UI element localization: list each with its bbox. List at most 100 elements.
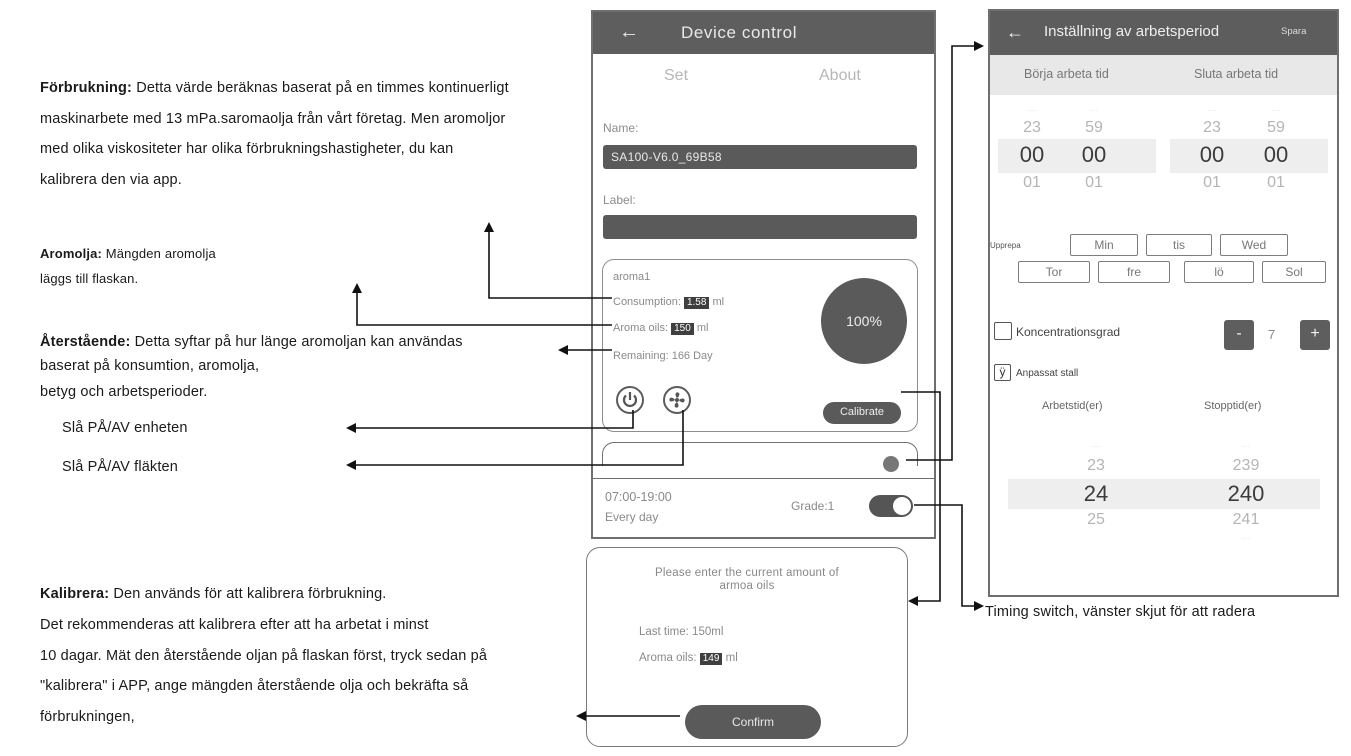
start-time-label: Börja arbeta tid [1024,67,1109,81]
calibrate-button[interactable]: Calibrate [823,402,901,424]
tab-set[interactable]: Set [664,67,689,84]
consumption-label: Consumption: [613,296,681,308]
device-control-screen: ← Device control Set About Name: SA100-V… [591,10,936,539]
time-column-headers: Börja arbeta tid Sluta arbeta tid [990,55,1337,95]
work-time-selected[interactable]: 24 [1083,481,1109,506]
aroma-oils-row: Aroma oils: 150 ml [613,322,708,335]
stop-time-selected[interactable]: 240 [1227,481,1265,506]
work-time-next[interactable]: 25 [1087,511,1105,528]
concentration-checkbox[interactable] [994,322,1012,340]
power-icon [622,392,638,407]
day-wed[interactable]: Wed [1220,234,1288,256]
fan-button[interactable] [663,386,691,414]
stop-time-next[interactable]: 241 [1232,511,1260,528]
dialog-oils-input[interactable]: 149 [699,653,723,665]
stop-time-prev[interactable]: 239 [1232,457,1260,474]
end-hour-prev[interactable]: 23 [1203,119,1221,136]
start-minute-selected[interactable]: 00 [1081,142,1107,167]
work-time-prev[interactable]: 23 [1087,457,1105,474]
custom-checkbox[interactable]: ÿ [994,364,1011,381]
start-hour-ghost-top: ··· [1027,105,1037,115]
work-period-title: Inställning av arbetsperiod [1044,23,1220,40]
schedule-toggle[interactable] [869,495,913,517]
calibrate-dialog: Please enter the current amount of armoa… [586,547,908,747]
consumption-row: Consumption: 1.58 ml [613,296,724,309]
custom-setting-label: Anpassat stall [1016,368,1079,379]
start-minute-prev[interactable]: 59 [1085,119,1103,136]
label-field[interactable] [603,215,917,239]
power-button[interactable] [616,386,644,414]
stop-ghost-bottom: ··· [1241,533,1251,543]
device-control-title: Device control [681,23,798,42]
remaining-text: Detta syftar på hur länge aromoljan kan … [130,334,463,350]
confirm-button[interactable]: Confirm [685,705,821,739]
back-arrow-icon[interactable]: ← [1006,22,1024,42]
consumption-text: Detta värde beräknas baserat på en timme… [132,80,509,96]
day-thu[interactable]: Tor [1018,261,1090,283]
calibrate-message-line2: armoa oils [719,580,775,592]
name-label: Name: [603,121,639,135]
concentration-value: 7 [1268,327,1276,342]
timing-slider-track[interactable] [602,442,918,466]
end-selection-band [1170,139,1328,173]
end-minute-prev[interactable]: 59 [1267,119,1285,136]
save-button[interactable]: Spara [1281,26,1307,37]
end-minute-selected[interactable]: 00 [1263,142,1289,167]
calibrate-description-line3: 10 dagar. Mät den återstående oljan på f… [40,648,488,664]
timing-slider-knob[interactable] [883,456,899,472]
start-minute-next[interactable]: 01 [1085,174,1103,191]
end-hour-selected[interactable]: 00 [1199,142,1225,167]
name-field[interactable]: SA100-V6.0_69B58 [603,145,917,169]
aroma-oils-unit: ml [696,322,709,334]
start-hour-prev[interactable]: 23 [1023,119,1041,136]
work-period-screen: ← Inställning av arbetsperiod Spara Börj… [988,9,1339,597]
back-arrow-icon[interactable]: ← [619,21,639,43]
consumption-term: Förbrukning: [40,80,133,96]
concentration-minus-button[interactable]: - [1224,320,1254,350]
dialog-oils-row: Aroma oils: 149 ml [639,652,738,665]
tab-about[interactable]: About [819,67,861,84]
aroma-oil-description-line1: Aromolja: Mängden aromolja [40,246,216,261]
calibrate-term: Kalibrera: [40,586,110,602]
day-tue[interactable]: tis [1146,234,1212,256]
end-hour-next[interactable]: 01 [1203,174,1221,191]
day-fri[interactable]: fre [1098,261,1170,283]
timing-switch-description: Timing switch, vänster skjut för att rad… [985,604,1256,620]
schedule-divider [593,478,934,479]
last-time-value: Last time: 150ml [639,626,724,638]
consumption-description-line2: maskinarbete med 13 mPa.saromaolja från … [40,111,506,127]
concentration-plus-button[interactable]: + [1300,320,1330,350]
calibrate-description-line1: Kalibrera: Den används för att kalibrera… [40,586,386,602]
aroma-card: aroma1 Consumption: 1.58 ml Aroma oils: … [602,259,918,432]
fan-icon [669,392,685,408]
consumption-value: 1.58 [683,297,710,309]
work-ghost-top: ··· [1091,441,1101,451]
day-sun[interactable]: Sol [1262,261,1326,283]
consumption-description-line1: Förbrukning: Detta värde beräknas basera… [40,80,509,96]
start-hour-selected[interactable]: 00 [1019,142,1045,167]
aroma-oils-label: Aroma oils: [613,322,669,334]
fan-description: Slå PÅ/AV fläkten [62,459,178,475]
consumption-unit: ml [712,296,725,308]
schedule-grade: Grade:1 [791,499,835,513]
end-minute-ghost-top: ··· [1271,105,1281,115]
aroma-oil-description-line2: läggs till flaskan. [40,271,139,286]
label-label: Label: [603,193,636,207]
consumption-description-line3: med olika viskositeter har olika förbruk… [40,141,454,157]
interval-selection-band [1008,479,1320,509]
start-hour-next[interactable]: 01 [1023,174,1041,191]
day-sat[interactable]: lö [1184,261,1254,283]
oil-level-indicator: 100% [821,278,907,364]
day-mon[interactable]: Min [1070,234,1138,256]
remaining-days: Remaining: 166 Day [613,350,713,362]
dialog-oils-label: Aroma oils: [639,652,697,664]
work-time-header: Arbetstid(er) [1042,400,1103,412]
end-time-label: Sluta arbeta tid [1194,67,1279,81]
remaining-description-line2: baserat på konsumtion, aromolja, [40,358,260,374]
start-selection-band [998,139,1156,173]
repeat-label: Upprepa [990,241,1021,250]
schedule-repeat: Every day [605,510,659,524]
calibrate-description-line5: förbrukningen, [40,709,135,725]
toggle-knob [893,497,911,515]
end-minute-next[interactable]: 01 [1267,174,1285,191]
